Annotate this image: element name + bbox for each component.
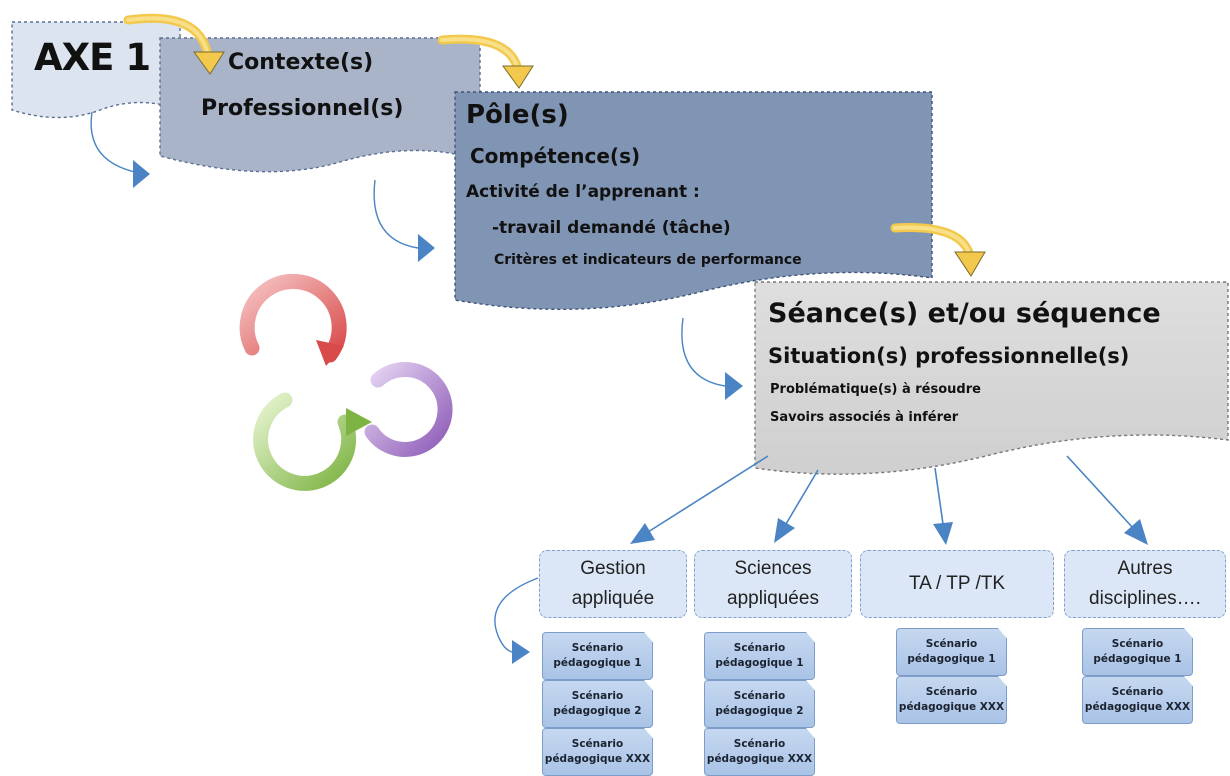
connector-arrow-icon [494, 577, 539, 664]
discipline-label: appliquée [571, 588, 655, 609]
axe-label: AXE 1 [34, 36, 151, 79]
scenario-card: Scénario pédagogique 2 [542, 680, 653, 728]
contexte-line2: Professionnel(s) [201, 96, 404, 121]
scenario-card: Scénario pédagogique 1 [896, 628, 1007, 676]
contexte-box [159, 37, 481, 173]
scenario-label: Scénario [571, 738, 624, 750]
scenario-label: Scénario [925, 686, 978, 698]
scenario-label: pédagogique 1 [907, 653, 996, 665]
pole-title: Pôle(s) [466, 100, 569, 130]
scenario-label: Scénario [1111, 686, 1164, 698]
scenario-label: Scénario [733, 642, 786, 654]
discipline-label: TA / TP /TK [908, 573, 1006, 594]
scenario-label: pédagogique 2 [715, 705, 804, 717]
scenario-label: pédagogique XXX [544, 753, 651, 765]
scenario-label: Scénario [733, 738, 786, 750]
branch-arrow-icon [774, 469, 819, 543]
pole-competences: Compétence(s) [470, 144, 641, 168]
discipline-label: appliquées [727, 588, 819, 609]
pole-activite: Activité de l’apprenant : [466, 182, 700, 202]
scenario-label: pédagogique 1 [715, 657, 804, 669]
discipline-label: Gestion [580, 558, 646, 579]
scenario-card: Scénario pédagogique XXX [542, 728, 653, 776]
scenario-label: pédagogique 1 [1093, 653, 1182, 665]
scenario-label: pédagogique XXX [898, 701, 1005, 713]
scenario-label: pédagogique XXX [1084, 701, 1191, 713]
scenario-card: Scénario pédagogique XXX [1082, 676, 1193, 724]
cycle-arrows-icon [239, 273, 453, 491]
branch-arrow-icon [1066, 455, 1148, 545]
discipline-autres: Autres disciplines…. [1064, 550, 1226, 618]
discipline-ta-tp-tk: TA / TP /TK [860, 550, 1054, 618]
scenario-label: pédagogique XXX [706, 753, 813, 765]
seance-title: Séance(s) et/ou séquence [768, 298, 1161, 329]
scenario-card: Scénario pédagogique 1 [704, 632, 815, 680]
scenario-card: Scénario pédagogique 2 [704, 680, 815, 728]
scenario-label: Scénario [1111, 638, 1164, 650]
seance-savoirs: Savoirs associés à inférer [770, 410, 959, 425]
scenario-card: Scénario pédagogique 1 [1082, 628, 1193, 676]
branch-arrow-icon [630, 455, 769, 544]
connector-arrow-icon [90, 111, 150, 188]
axe-box [11, 21, 181, 119]
scenario-card: Scénario pédagogique XXX [896, 676, 1007, 724]
curved-arrow-icon [437, 34, 534, 89]
seance-situation: Situation(s) professionnelle(s) [768, 344, 1130, 368]
discipline-label: Sciences [734, 558, 812, 579]
contexte-line1: Contexte(s) [228, 50, 374, 75]
scenario-label: pédagogique 1 [553, 657, 642, 669]
scenario-label: Scénario [733, 690, 786, 702]
scenario-label: Scénario [571, 642, 624, 654]
discipline-label: disciplines…. [1089, 588, 1201, 609]
scenario-label: Scénario [925, 638, 978, 650]
discipline-label: Autres [1117, 558, 1173, 579]
connector-arrow-icon [681, 317, 743, 400]
discipline-gestion: Gestion appliquée [539, 550, 687, 618]
discipline-sciences: Sciences appliquées [694, 550, 852, 618]
pole-criteres: Critères et indicateurs de performance [494, 252, 802, 268]
pole-box [454, 91, 933, 310]
scenario-label: pédagogique 2 [553, 705, 642, 717]
curved-arrow-icon [123, 13, 225, 75]
scenario-label: Scénario [571, 690, 624, 702]
branch-arrow-icon [933, 467, 953, 545]
seance-problematique: Problématique(s) à résoudre [770, 382, 981, 397]
scenario-card: Scénario pédagogique XXX [704, 728, 815, 776]
curved-arrow-icon [890, 223, 986, 277]
connector-arrow-icon [373, 179, 435, 262]
seance-box [754, 281, 1229, 475]
pole-travail: -travail demandé (tâche) [492, 218, 731, 238]
scenario-card: Scénario pédagogique 1 [542, 632, 653, 680]
